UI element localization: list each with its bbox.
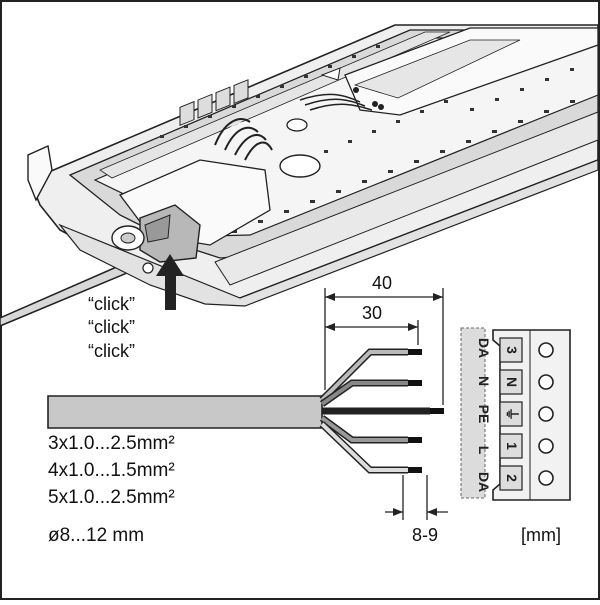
wire-spec-3: 5x1.0...2.5mm² xyxy=(48,487,175,508)
wire-spec-1: 3x1.0...2.5mm² xyxy=(48,433,175,454)
dimension-overall-label: 40 xyxy=(372,273,392,293)
click-label-3: “click” xyxy=(88,341,135,361)
click-label-1: “click” xyxy=(88,294,135,314)
stripped-cable-drawing xyxy=(47,348,444,474)
luminaire-illustration xyxy=(0,24,599,327)
strip-label-l: L xyxy=(476,446,492,455)
terminal-label-n: N xyxy=(504,377,520,387)
dimension-end-label: 8-9 xyxy=(412,525,438,545)
dimension-lines xyxy=(324,288,448,520)
wire-spec-2: 4x1.0...1.5mm² xyxy=(48,460,175,481)
terminal-label-2: 2 xyxy=(504,474,520,482)
terminal-label-1: 1 xyxy=(504,442,520,450)
insertion-arrow-icon xyxy=(156,254,184,310)
strip-label-n: N xyxy=(476,376,492,386)
label-strip xyxy=(460,327,486,499)
unit-label: [mm] xyxy=(521,525,561,545)
terminal-label-3: 3 xyxy=(504,346,520,354)
terminal-ground-icon: ⏚ xyxy=(504,407,520,421)
dimension-arrows xyxy=(325,293,443,516)
wire-spec-4: ø8...12 mm xyxy=(48,525,144,546)
strip-label-da-bottom: DA xyxy=(476,472,492,492)
terminal-block xyxy=(492,329,571,501)
click-label-2: “click” xyxy=(88,317,135,337)
strip-label-pe: PE xyxy=(476,405,492,424)
dimension-strip-label: 30 xyxy=(362,303,382,323)
strip-label-da-top: DA xyxy=(476,338,492,358)
